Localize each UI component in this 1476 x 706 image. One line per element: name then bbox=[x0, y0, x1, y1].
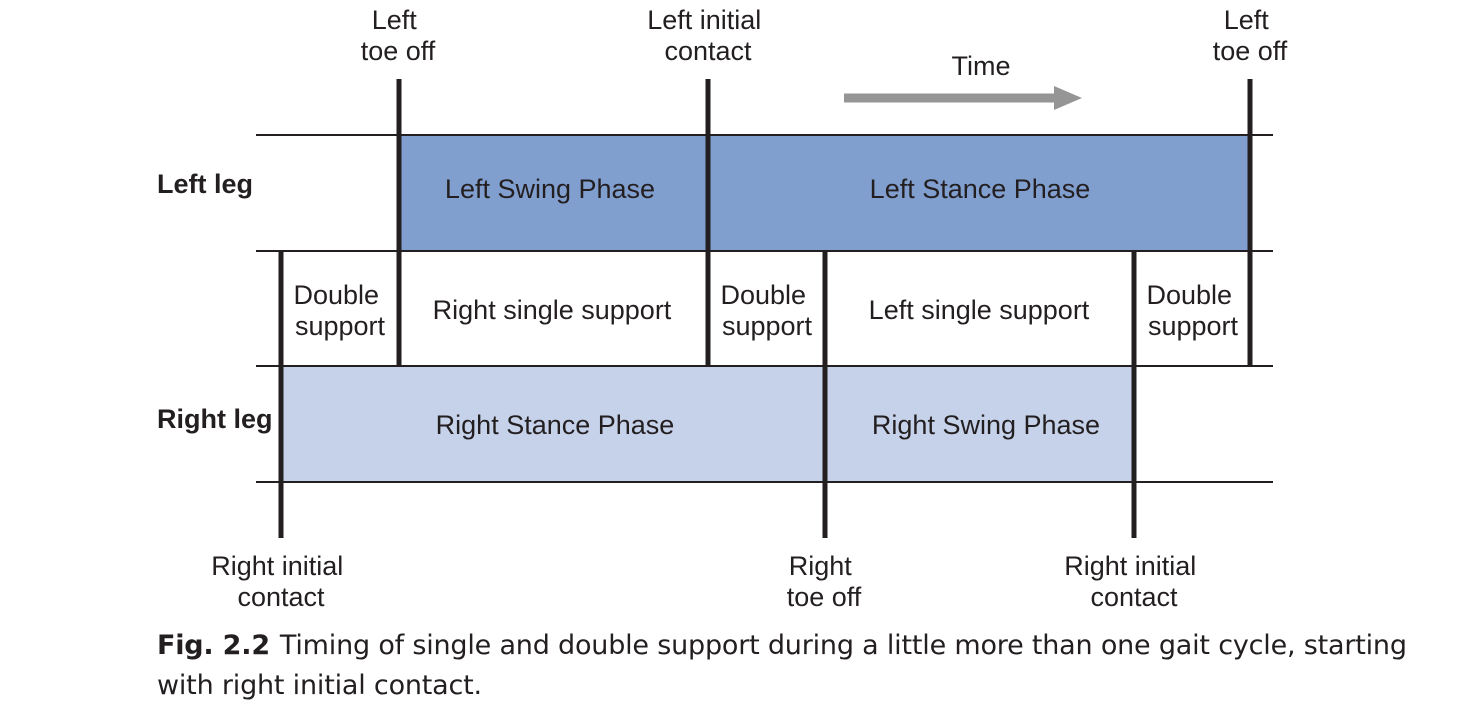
left-stance-phase-label: Left Stance Phase bbox=[870, 174, 1091, 204]
row-label-left-leg: Left leg bbox=[157, 169, 253, 199]
right-single-support-label: Right single support bbox=[433, 295, 672, 325]
label-right-initial-contact-2: Right initial contact bbox=[1064, 551, 1204, 612]
double-support-label-3: Double support bbox=[1146, 280, 1239, 341]
right-stance-phase-bar bbox=[281, 366, 825, 482]
event-markers bbox=[278, 79, 1253, 538]
left-stance-phase-bar bbox=[708, 135, 1250, 251]
left-swing-phase-bar bbox=[399, 135, 708, 251]
label-left-toe-off-1: Left toe off bbox=[361, 5, 436, 66]
right-stance-phase-label: Right Stance Phase bbox=[436, 410, 675, 440]
double-support-label-2: Double support bbox=[720, 280, 813, 341]
label-right-toe-off: Right toe off bbox=[787, 551, 862, 612]
row-label-right-leg: Right leg bbox=[157, 404, 273, 434]
time-label: Time bbox=[952, 51, 1011, 81]
double-support-label-1: Double support bbox=[293, 280, 386, 341]
figure-number: Fig. 2.2 bbox=[157, 630, 270, 661]
label-left-initial-contact: Left initial contact bbox=[647, 5, 769, 66]
label-left-toe-off-2: Left toe off bbox=[1213, 5, 1288, 66]
caption-text: Timing of single and double support duri… bbox=[157, 630, 1407, 701]
row-lines bbox=[256, 134, 1273, 483]
time-arrow-icon bbox=[844, 86, 1082, 110]
right-swing-phase-label: Right Swing Phase bbox=[872, 410, 1100, 440]
right-swing-phase-bar bbox=[825, 366, 1134, 482]
left-swing-phase-label: Left Swing Phase bbox=[445, 174, 655, 204]
left-single-support-label: Left single support bbox=[869, 295, 1090, 325]
label-right-initial-contact-1: Right initial contact bbox=[211, 551, 351, 612]
